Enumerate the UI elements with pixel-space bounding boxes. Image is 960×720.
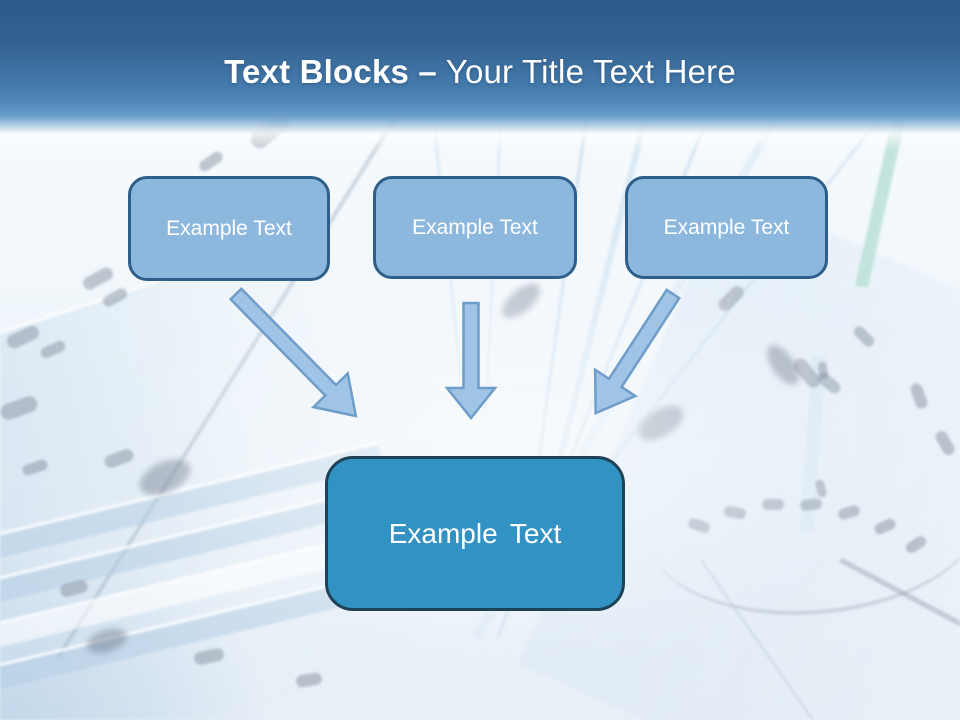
text-block-2: Example Text bbox=[373, 176, 577, 279]
slide-title-bold: Text Blocks – bbox=[224, 53, 437, 90]
text-block-1: Example Text bbox=[128, 176, 330, 281]
slide-title: Text Blocks – Your Title Text Here bbox=[0, 53, 960, 91]
glass-pole-right bbox=[799, 355, 826, 532]
text-block-3: Example Text bbox=[625, 176, 828, 279]
slide-title-rest: Your Title Text Here bbox=[436, 53, 736, 90]
text-block-2-label: Example Text bbox=[412, 215, 538, 239]
center-text-block-label: Example Text bbox=[388, 517, 562, 549]
text-block-3-label: Example Text bbox=[663, 215, 790, 239]
text-block-1-label: Example Text bbox=[166, 216, 292, 240]
center-text-block: Example Text bbox=[325, 456, 625, 611]
title-band bbox=[0, 0, 960, 140]
